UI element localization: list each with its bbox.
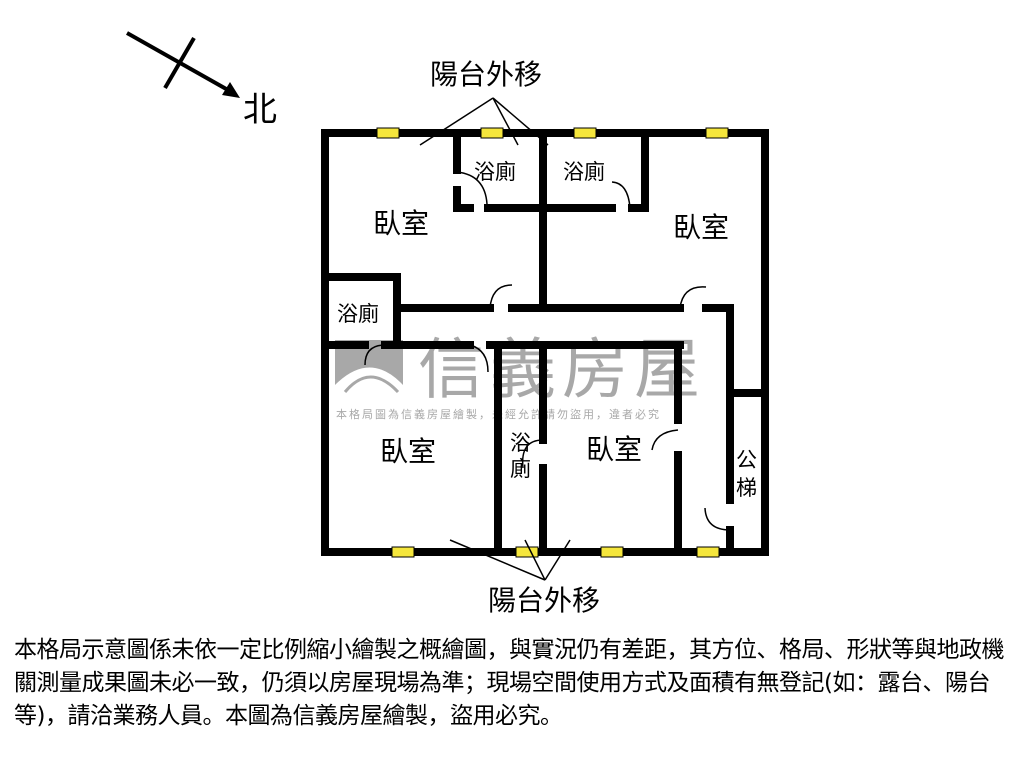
door-swings	[364, 171, 731, 531]
room-label: 臥室	[586, 433, 643, 466]
bathroom-label: 浴 廁	[510, 431, 531, 481]
balcony-label-bottom: 陽台外移	[488, 584, 601, 617]
north-arrow-icon	[126, 31, 240, 98]
room-label: 臥室	[380, 435, 437, 468]
bathroom-label: 浴廁	[563, 160, 605, 184]
windows	[376, 127, 729, 558]
balcony-pointers	[419, 97, 571, 581]
walls	[321, 129, 769, 556]
balcony-label-top: 陽台外移	[430, 58, 543, 91]
bathroom-label: 浴廁	[474, 160, 516, 184]
north-label: 北	[243, 90, 277, 130]
stairs-label: 公 梯	[736, 448, 757, 500]
room-label: 臥室	[373, 207, 430, 240]
disclaimer-text: 本格局示意圖係未依一定比例縮小繪製之概繪圖，與實況仍有差距，其方位、格局、形狀等…	[14, 637, 1005, 729]
bathroom-label: 浴廁	[337, 302, 379, 326]
room-label: 臥室	[673, 211, 730, 244]
